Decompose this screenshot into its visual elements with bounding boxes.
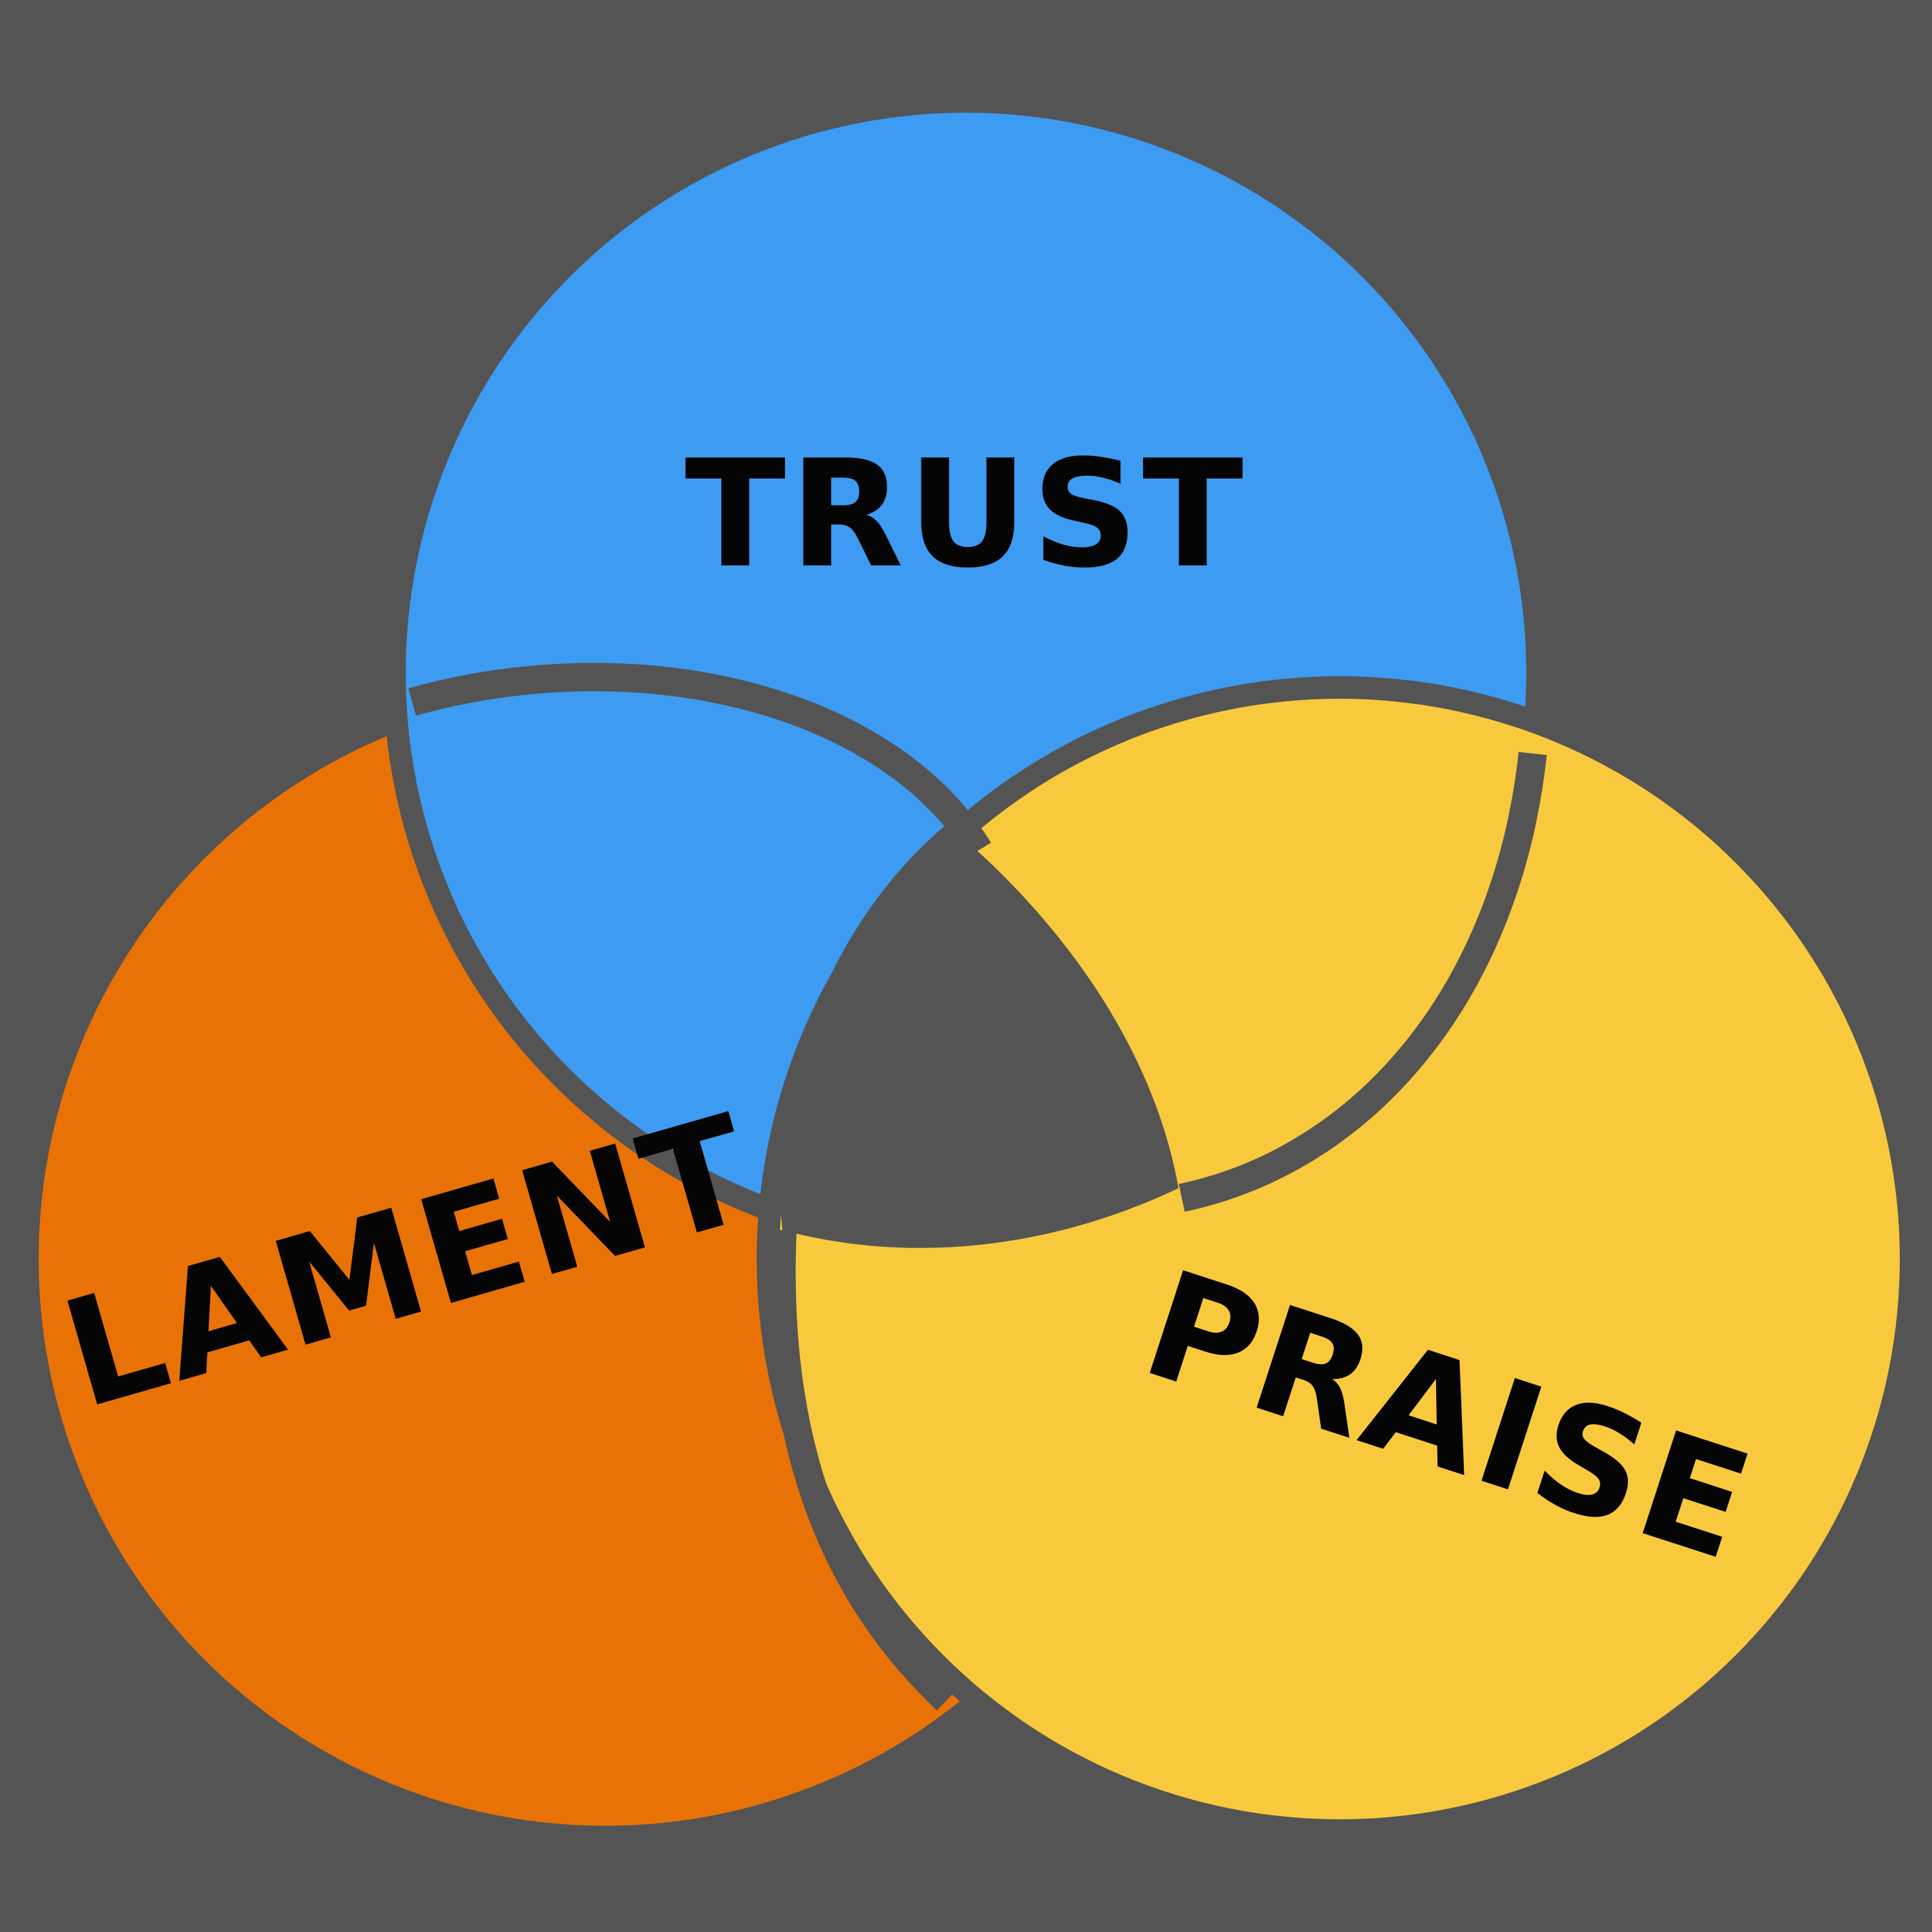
weave-edge-right xyxy=(1179,752,1547,1212)
ring-label-trust: TRUST xyxy=(685,429,1247,601)
weave-edge-bottom xyxy=(767,1229,957,1711)
center-hole xyxy=(780,824,1179,1248)
weave-edge-left xyxy=(408,663,991,858)
